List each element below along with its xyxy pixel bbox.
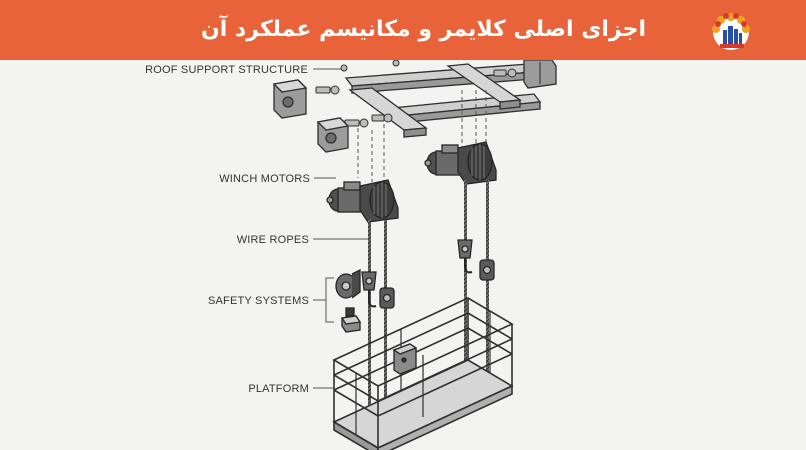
svg-text:WIRE ROPES: WIRE ROPES — [237, 234, 309, 246]
label-safety-systems: SAFETY SYSTEMS — [208, 277, 334, 323]
safety-systems-parts — [335, 268, 362, 333]
svg-text:SAFETY SYSTEMS: SAFETY SYSTEMS — [208, 295, 309, 307]
svg-text:ROOF SUPPORT STRUCTURE: ROOF SUPPORT STRUCTURE — [145, 64, 308, 76]
platform — [332, 297, 514, 450]
label-winch-motors: WINCH MOTORS — [219, 173, 336, 185]
roof-bolts — [315, 60, 517, 128]
wire-ropes — [368, 180, 489, 420]
title-banner: اجزای اصلی کلایمر و مکانیسم عملکرد آن — [0, 0, 806, 60]
label-wire-ropes: WIRE ROPES — [237, 234, 368, 246]
svg-text:PLATFORM: PLATFORM — [248, 383, 309, 395]
rope-hooks — [361, 239, 473, 308]
sunburst-buildings-logo-icon — [712, 13, 750, 50]
winch-motor-right — [424, 141, 497, 185]
climber-components-diagram: ROOF SUPPORT STRUCTURE WINCH MOTORS WIRE… — [145, 60, 557, 450]
roof-support-structure — [344, 63, 542, 138]
platform-control-box — [392, 343, 418, 375]
label-roof-support-structure: ROOF SUPPORT STRUCTURE — [145, 64, 342, 76]
label-platform: PLATFORM — [248, 383, 333, 395]
svg-text:WINCH MOTORS: WINCH MOTORS — [219, 173, 310, 185]
roof-clamp-blocks — [272, 60, 557, 153]
page-title: اجزای اصلی کلایمر و مکانیسم عملکرد آن — [200, 17, 646, 42]
alignment-dashed-lines — [357, 90, 487, 184]
winch-motor-left — [326, 179, 399, 223]
